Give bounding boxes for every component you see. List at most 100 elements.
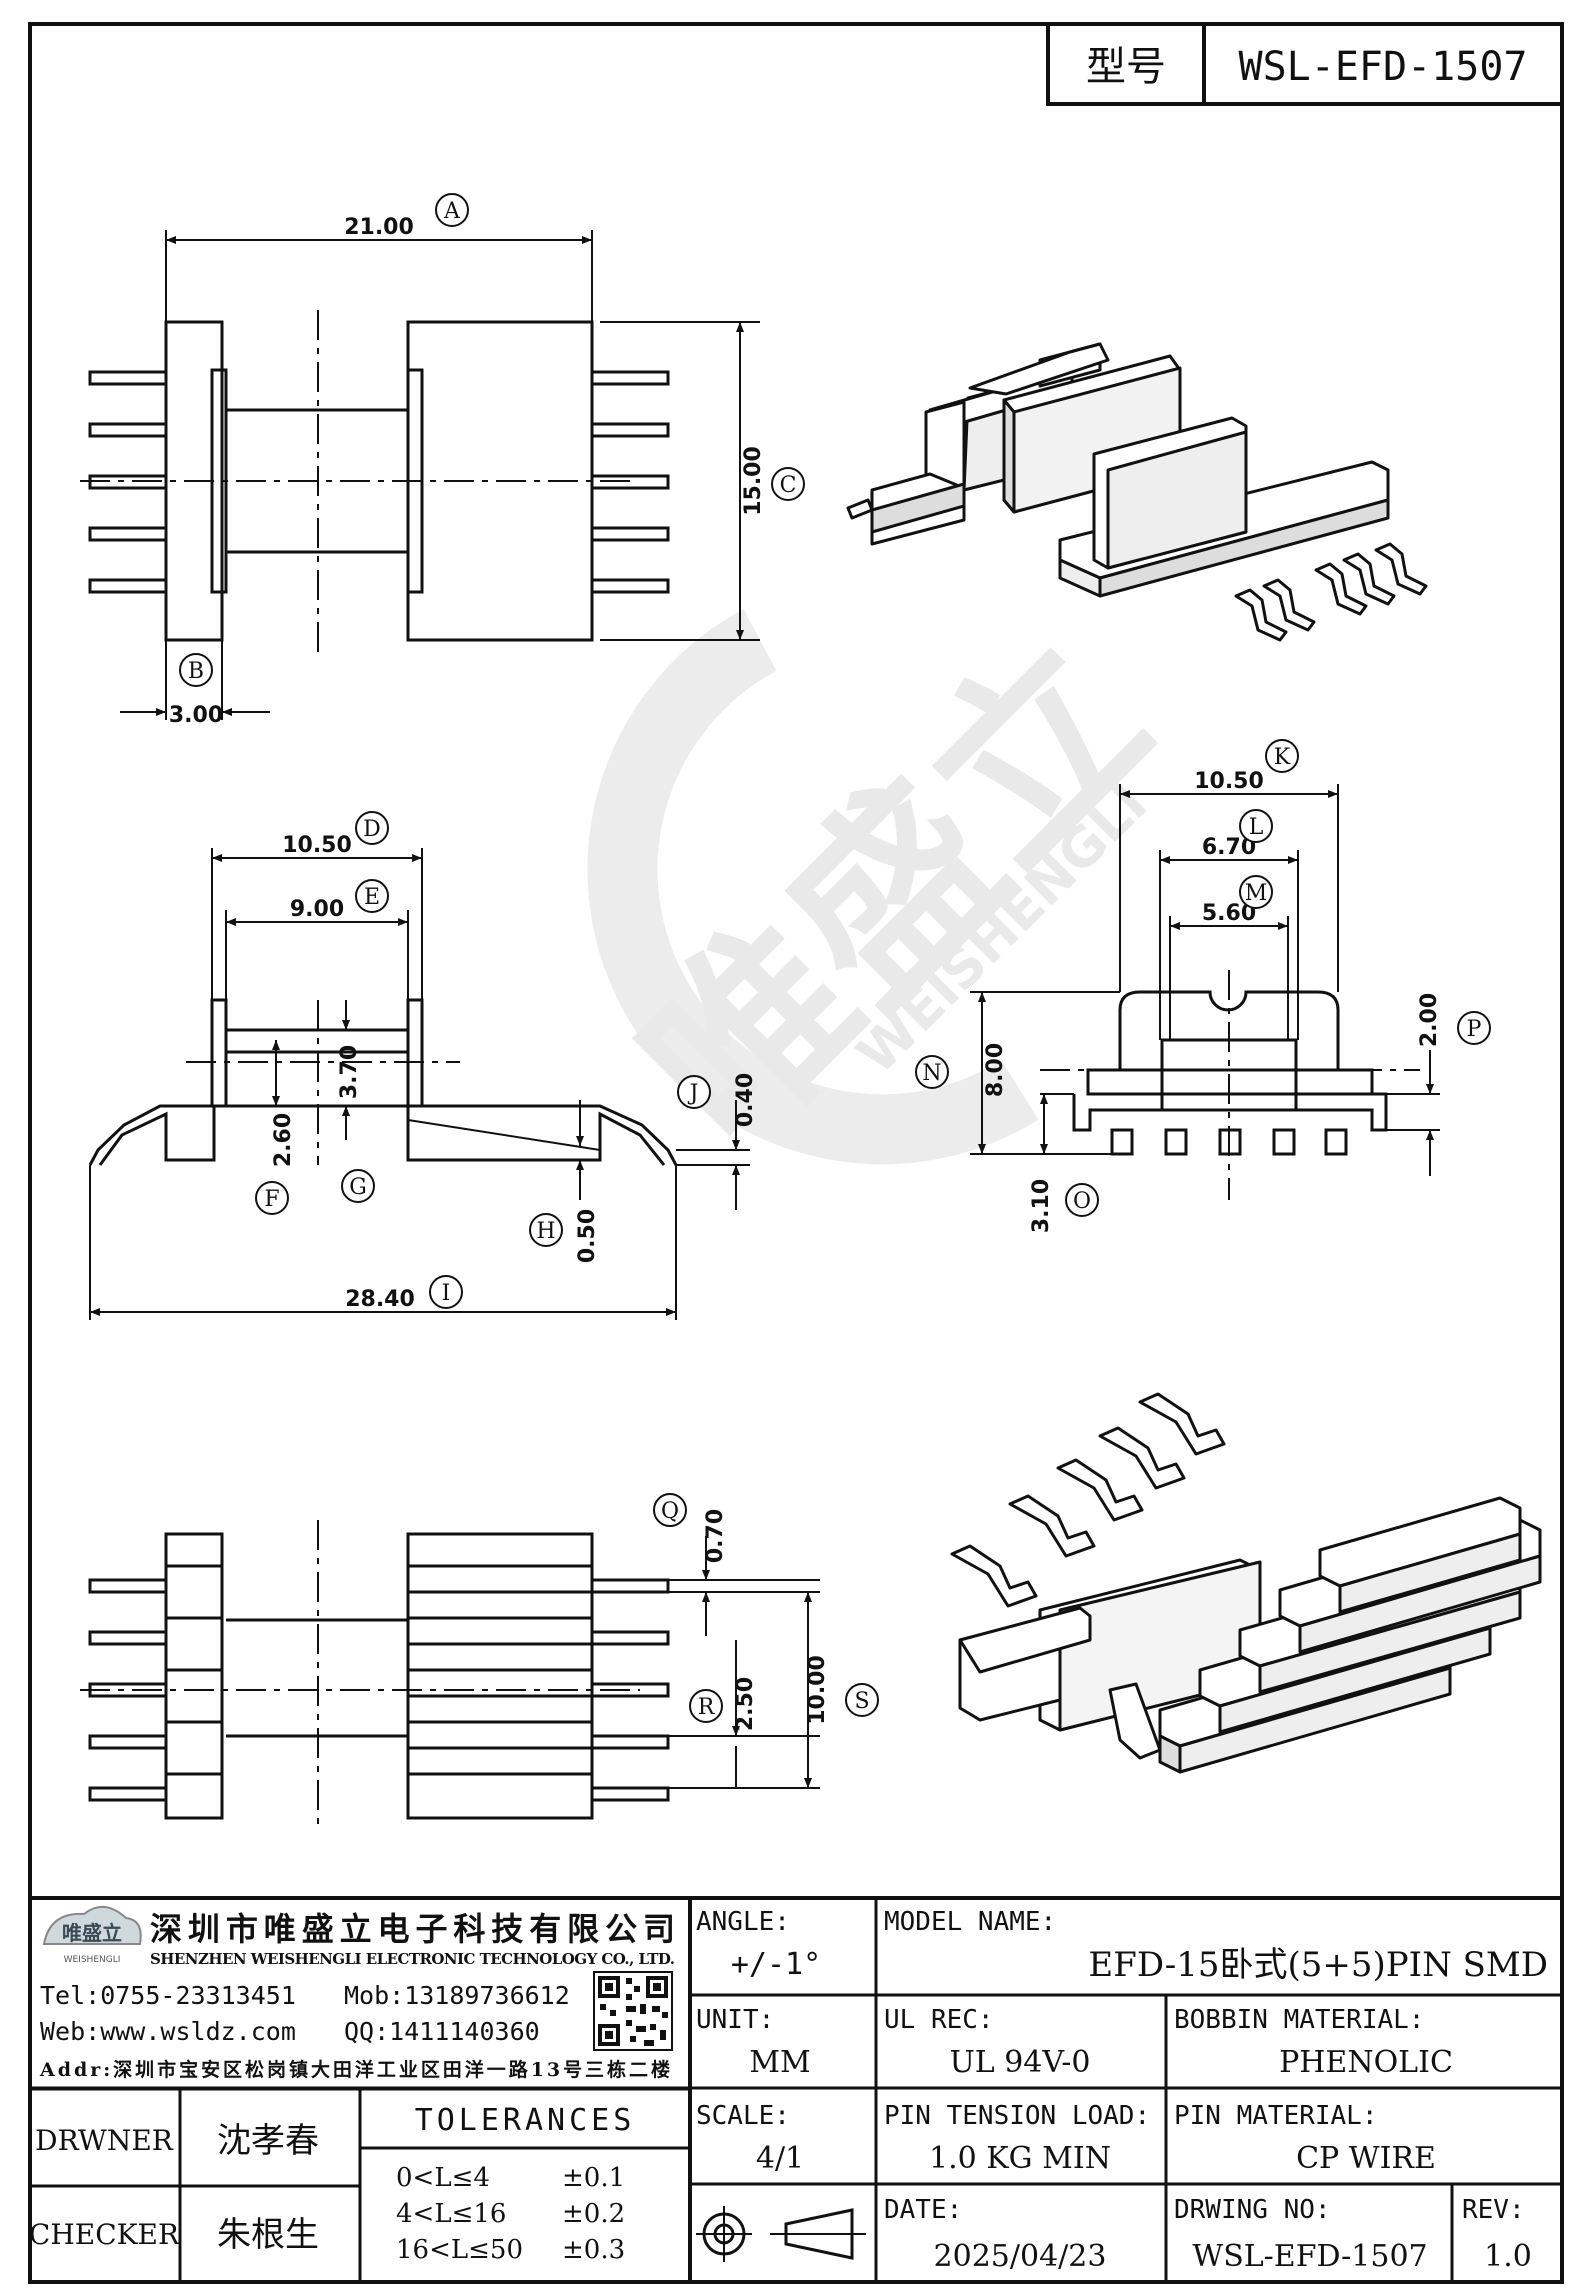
dim-k-value: 10.50	[1194, 769, 1264, 794]
dim-c-callout: C	[771, 467, 805, 501]
tolerance-range-1: 0<L≤4	[396, 2163, 490, 2193]
svg-text:P: P	[1467, 1017, 1482, 1042]
scale-value: 4/1	[756, 2141, 804, 2176]
company-mob: Mob:13189736612	[344, 1981, 570, 2010]
svg-text:D: D	[363, 817, 381, 842]
dim-f-value: 2.60	[271, 1113, 296, 1167]
bottom-view-pin-rows	[166, 1564, 592, 1776]
tolerances-title: TOLERANCES	[415, 2103, 636, 2138]
company-web: Web:www.wsldz.com	[40, 2017, 296, 2046]
dim-a-callout: A	[435, 193, 469, 227]
dim-p-callout: P	[1457, 1011, 1491, 1045]
dim-f-callout: F	[255, 1181, 289, 1215]
dim-j-callout: J	[677, 1075, 711, 1109]
checker-label: CHECKER	[29, 2218, 180, 2251]
unit-value: MM	[749, 2045, 810, 2080]
drawing-no-value: WSL-EFD-1507	[1192, 2239, 1427, 2274]
svg-text:S: S	[854, 1689, 869, 1714]
svg-text:G: G	[349, 1175, 367, 1200]
svg-text:E: E	[364, 885, 380, 910]
svg-text:O: O	[1073, 1189, 1091, 1214]
drawer-value: 沈孝春	[217, 2121, 319, 2161]
dim-e-callout: E	[355, 879, 389, 913]
header-model-box: 型号 WSL-EFD-1507	[1046, 22, 1564, 106]
dim-o-callout: O	[1065, 1183, 1099, 1217]
tolerance-value-3: ±0.3	[562, 2235, 625, 2265]
company-logo: 唯盛立 WEISHENGLI	[42, 1906, 142, 1965]
svg-text:C: C	[780, 473, 797, 498]
dim-g-callout: G	[341, 1169, 375, 1203]
company-name-cn: 深圳市唯盛立电子科技有限公司	[150, 1910, 675, 1948]
svg-text:I: I	[442, 1281, 451, 1306]
header-model-value: WSL-EFD-1507	[1239, 44, 1528, 90]
dim-j-value: 0.40	[733, 1073, 758, 1127]
company-address: Addr:深圳市宝安区松岗镇大田洋工业区田洋一路13号三栋二楼	[39, 2058, 670, 2081]
top-view-pins	[88, 370, 670, 594]
dim-p-value: 2.00	[1417, 993, 1442, 1047]
dim-m-callout: M	[1239, 875, 1273, 909]
projection-symbol-icon	[696, 2206, 866, 2262]
dim-r-value: 2.50	[733, 1677, 758, 1731]
isometric-bottom-pins	[950, 1392, 1226, 1608]
dim-l-callout: L	[1239, 809, 1273, 843]
svg-text:R: R	[698, 1695, 716, 1720]
isometric-view-top	[846, 342, 1428, 642]
dim-e-value: 9.00	[290, 897, 344, 922]
dim-o-value: 3.10	[1029, 1179, 1054, 1233]
dim-h-value: 0.50	[575, 1209, 600, 1263]
svg-text:N: N	[922, 1061, 941, 1086]
ul-rec-value: UL 94V-0	[949, 2045, 1090, 2080]
dim-i-callout: I	[429, 1275, 463, 1309]
angle-label: ANGLE:	[696, 1907, 790, 1937]
dim-i-value: 28.40	[345, 1287, 415, 1312]
isometric-bottom-ribs	[1158, 1496, 1542, 1774]
tolerance-range-3: 16<L≤50	[396, 2235, 523, 2265]
header-model-label: 型号	[1086, 44, 1166, 90]
svg-text:A: A	[443, 199, 461, 224]
dim-c-value: 15.00	[741, 446, 766, 516]
pin-material-label: PIN MATERIAL:	[1174, 2101, 1378, 2131]
pin-material-value: CP WIRE	[1296, 2141, 1436, 2176]
dim-r-callout: R	[689, 1689, 723, 1723]
dim-s-callout: S	[845, 1683, 879, 1717]
bobbin-material-label: BOBBIN MATERIAL:	[1174, 2005, 1424, 2035]
bottom-view	[80, 1520, 820, 1832]
model-name-label: MODEL NAME:	[884, 1907, 1056, 1937]
rev-label: REV:	[1462, 2195, 1525, 2225]
dim-g-value: 3.70	[337, 1045, 362, 1099]
dim-q-value: 0.70	[703, 1509, 728, 1563]
svg-text:M: M	[1245, 881, 1268, 906]
dim-n-value: 8.00	[983, 1043, 1008, 1097]
scale-label: SCALE:	[696, 2101, 790, 2131]
rev-value: 1.0	[1484, 2239, 1532, 2274]
company-block: 唯盛立 WEISHENGLI 深圳市唯盛立电子科技有限公司 SHENZHEN W…	[39, 1906, 675, 2081]
dim-n-callout: N	[915, 1055, 949, 1089]
sheet-border	[28, 22, 1564, 2284]
svg-text:Q: Q	[661, 1499, 679, 1524]
svg-text:K: K	[1274, 745, 1291, 770]
company-qq: QQ:1411140360	[344, 2017, 540, 2046]
isometric-top-pins	[1234, 542, 1428, 642]
drawing-no-label: DRWING NO:	[1174, 2195, 1331, 2225]
ul-rec-label: UL REC:	[884, 2005, 994, 2035]
pin-tension-value: 1.0 KG MIN	[929, 2141, 1111, 2176]
title-block-grid	[28, 1896, 1562, 2284]
unit-label: UNIT:	[696, 2005, 774, 2035]
checker-value: 朱根生	[217, 2215, 319, 2255]
dim-q-callout: Q	[653, 1493, 687, 1527]
angle-value: +/-1°	[731, 1947, 821, 1982]
date-value: 2025/04/23	[934, 2239, 1107, 2274]
dim-h-callout: H	[529, 1213, 563, 1247]
svg-text:L: L	[1249, 815, 1264, 840]
svg-text:F: F	[264, 1187, 279, 1212]
tolerance-value-2: ±0.2	[562, 2199, 625, 2229]
side-view	[88, 848, 750, 1320]
company-logo-sub: WEISHENGLI	[64, 1955, 121, 1965]
dim-a-value: 21.00	[344, 215, 414, 240]
tolerance-value-1: ±0.1	[562, 2163, 625, 2193]
dim-s-value: 10.00	[805, 1655, 830, 1725]
svg-text:J: J	[688, 1081, 699, 1106]
dim-k-callout: K	[1265, 739, 1299, 773]
end-view	[970, 784, 1440, 1200]
